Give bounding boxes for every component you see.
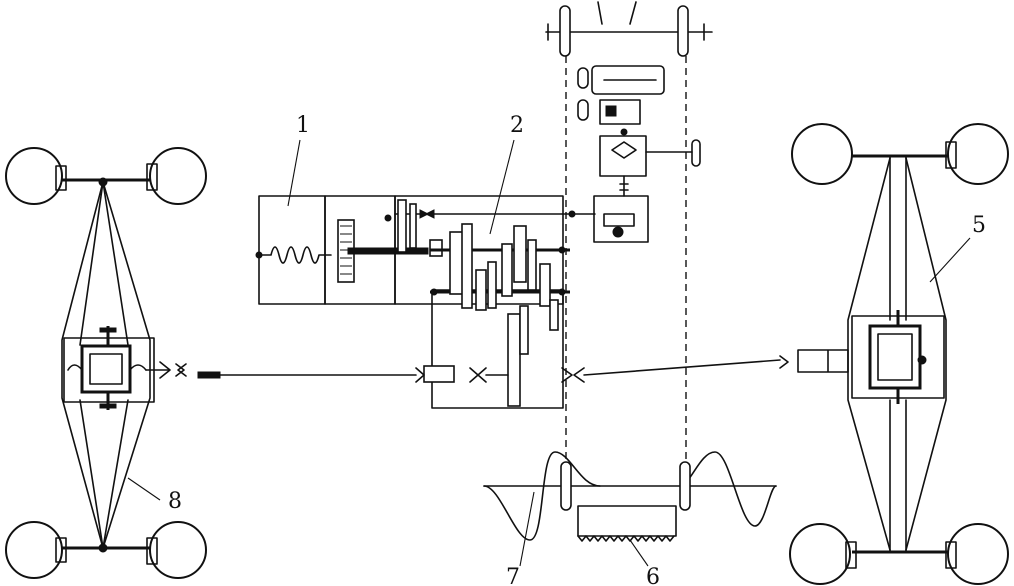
left-bottom-right-wheel [149, 521, 207, 579]
right-top-right-wheel [947, 123, 1009, 185]
right-bottom-left-wheel [789, 523, 851, 585]
auxiliary-pump-assembly [562, 65, 701, 243]
right-axle-assembly [779, 123, 1009, 585]
callout-engine: 1 [296, 113, 310, 138]
left-top-left-wheel [5, 147, 63, 205]
left-top-right-wheel [149, 147, 207, 205]
top-cross-shaft [545, 1, 713, 57]
callout-track: 6 [646, 565, 660, 586]
callout-gearbox: 2 [510, 113, 524, 138]
callout-wave: 7 [506, 565, 520, 586]
left-axle-assembly [5, 147, 221, 579]
gearbox-assembly [384, 195, 585, 409]
right-bottom-right-wheel [947, 523, 1009, 585]
track-pad [577, 505, 677, 537]
right-propeller-shaft [583, 359, 781, 376]
callout-front-axle: 5 [972, 213, 986, 238]
left-bottom-left-wheel [5, 521, 63, 579]
bottom-wave-assembly [483, 451, 777, 542]
right-top-left-wheel [791, 123, 853, 185]
callout-rear-axle: 8 [168, 489, 182, 514]
engine-block [255, 195, 429, 305]
